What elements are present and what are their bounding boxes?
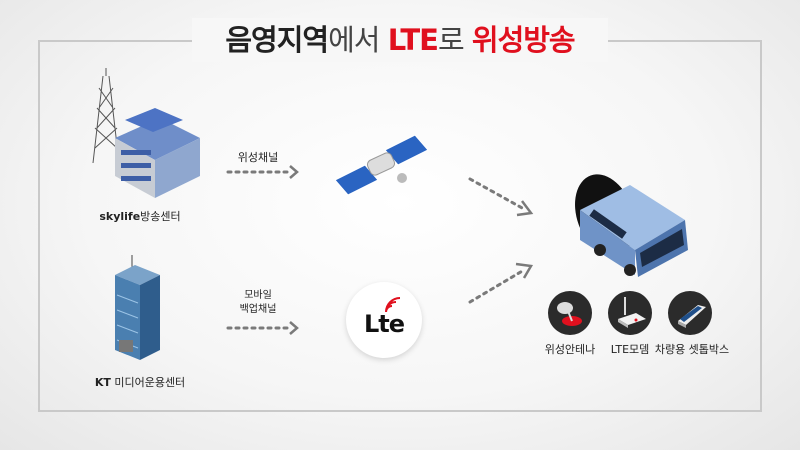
title-part: 음영지역: [225, 23, 329, 57]
set-top-box-icon: [668, 291, 712, 335]
page-title: 음영지역에서 LTE로 위성방송: [192, 18, 608, 62]
arrow-to-satellite: [226, 165, 299, 179]
bus-icon: [575, 174, 688, 277]
satellite-dish-icon: [548, 291, 592, 335]
title-part: 에서: [328, 23, 388, 57]
label-line: 모바일: [244, 290, 272, 301]
satellite-icon: [334, 134, 429, 196]
label-rest: 미디어운용센터: [110, 376, 186, 389]
lte-network-circle: Lte: [346, 282, 422, 358]
equipment-label: 차량용 셋톱박스: [654, 343, 730, 356]
arrow-satellite-to-bus: [468, 177, 534, 217]
title-part: 로: [437, 23, 472, 57]
equipment-label: LTE모뎀: [610, 343, 650, 356]
label-line: 백업채널: [239, 304, 277, 315]
label-rest: 방송센터: [140, 210, 181, 223]
satellite-channel-label: 위성채널: [237, 151, 279, 164]
broadcast-tower-building-icon: [92, 68, 200, 198]
arrow-to-lte: [226, 321, 299, 335]
signal-waves-icon: [385, 297, 401, 313]
label-bold: KT: [94, 376, 111, 389]
source-label-kt: KT 미디어운용센터: [95, 374, 185, 390]
arrow-lte-to-bus: [468, 262, 534, 304]
label-bold: skylife: [99, 210, 141, 223]
lte-logo: Lte: [363, 310, 405, 338]
source-label-skylife: skylife방송센터: [99, 208, 180, 224]
equipment-label: 위성안테나: [544, 343, 596, 356]
title-part: 위성방송: [471, 23, 576, 57]
title-part: LTE: [387, 23, 439, 57]
office-tower-icon: [115, 255, 160, 360]
lte-modem-icon: [608, 291, 652, 335]
